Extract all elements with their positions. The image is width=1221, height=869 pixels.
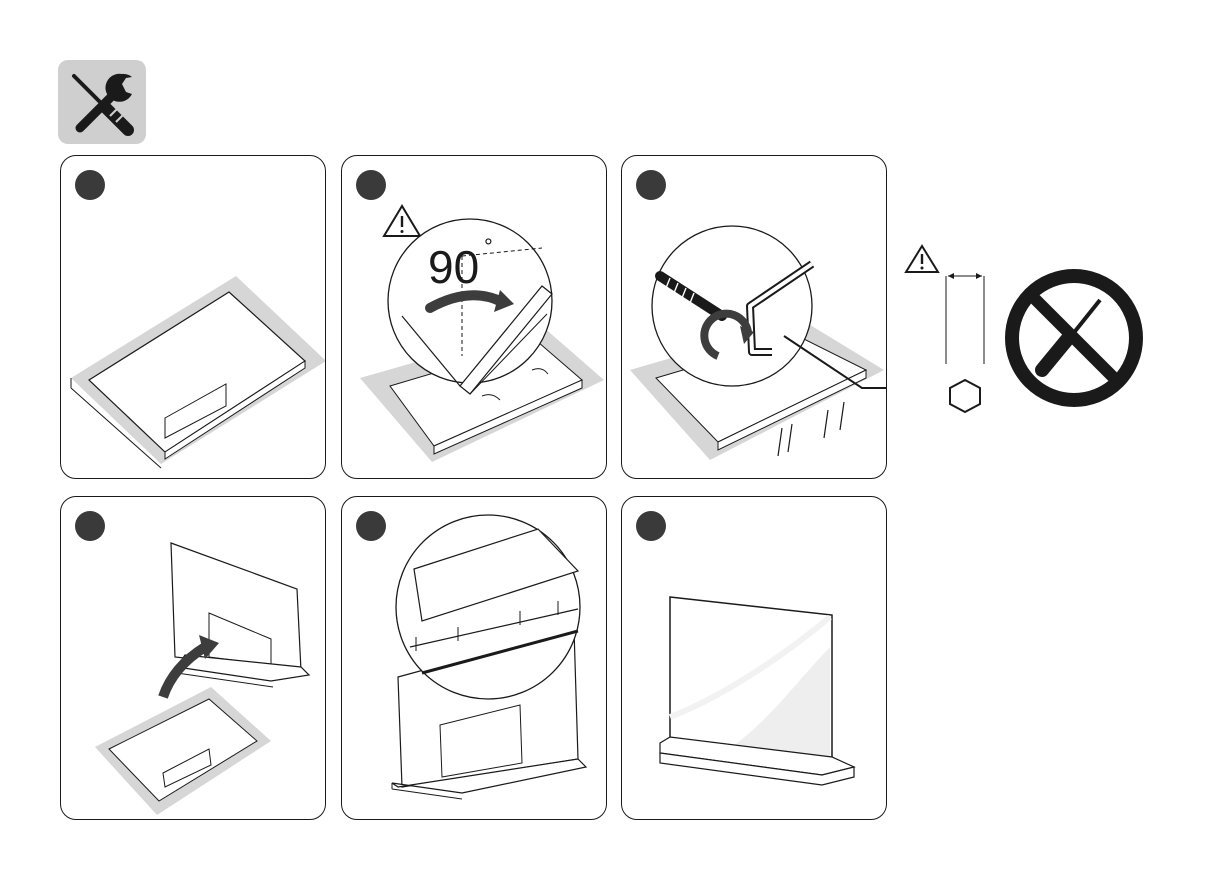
step-5-panel bbox=[341, 496, 607, 820]
step-5-illustration bbox=[342, 497, 607, 820]
tools-badge bbox=[58, 60, 146, 144]
side-panel bbox=[900, 240, 1150, 420]
step-3-illustration bbox=[622, 156, 887, 479]
step-4-illustration bbox=[61, 497, 326, 820]
tools-icon bbox=[58, 60, 146, 144]
no-screwdriver-icon bbox=[1012, 276, 1136, 400]
step-4-panel bbox=[60, 496, 326, 820]
step-6-panel bbox=[621, 496, 887, 820]
warning-icon bbox=[906, 246, 938, 272]
step-6-illustration bbox=[622, 497, 887, 820]
step-2-illustration bbox=[342, 156, 607, 479]
angle-label: 90 bbox=[428, 244, 479, 290]
step-1-illustration bbox=[61, 156, 326, 479]
step-3-panel bbox=[621, 155, 887, 479]
step-2-panel: 90 ° bbox=[341, 155, 607, 479]
step-1-panel bbox=[60, 155, 326, 479]
warning-icon bbox=[384, 206, 420, 236]
hex-key-icon bbox=[950, 380, 980, 412]
degree-symbol: ° bbox=[484, 236, 493, 258]
